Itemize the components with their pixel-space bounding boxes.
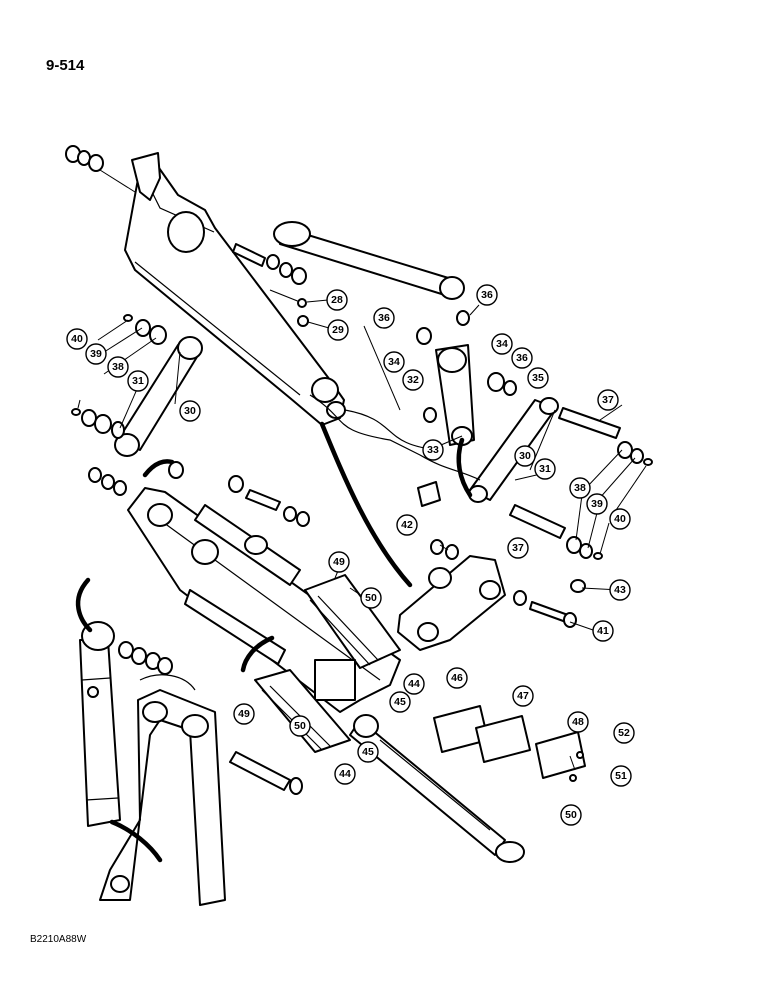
leader-lines	[77, 299, 647, 631]
upper-boom	[124, 152, 346, 426]
svg-text:29: 29	[332, 324, 344, 336]
callout-44: 44	[403, 673, 425, 695]
callout-43: 43	[609, 579, 631, 601]
callout-29: 29	[327, 319, 349, 341]
callout-37: 37	[597, 389, 619, 411]
svg-text:41: 41	[597, 625, 609, 637]
callout-35: 35	[527, 367, 549, 389]
callout-33: 33	[422, 439, 444, 461]
svg-text:45: 45	[362, 746, 374, 758]
callout-31: 31	[127, 370, 149, 392]
image-code: B2210A88W	[30, 934, 87, 945]
boom-base	[99, 674, 303, 906]
callout-30: 30	[179, 400, 201, 422]
svg-text:47: 47	[517, 690, 529, 702]
callout-36: 36	[476, 284, 498, 306]
svg-text:33: 33	[427, 444, 439, 456]
upper-hardware	[65, 145, 309, 327]
svg-text:30: 30	[519, 450, 531, 462]
callout-45: 45	[357, 741, 379, 763]
callout-37: 37	[507, 537, 529, 559]
svg-text:48: 48	[572, 716, 584, 728]
callout-32: 32	[402, 369, 424, 391]
callout-40: 40	[609, 508, 631, 530]
svg-text:37: 37	[602, 394, 614, 406]
callout-50: 50	[360, 587, 382, 609]
callout-50: 50	[560, 804, 582, 826]
svg-text:36: 36	[481, 289, 493, 301]
svg-text:35: 35	[532, 372, 544, 384]
svg-text:31: 31	[132, 375, 144, 387]
svg-text:39: 39	[591, 498, 603, 510]
svg-text:42: 42	[401, 519, 413, 531]
svg-text:45: 45	[394, 696, 406, 708]
svg-text:50: 50	[365, 592, 377, 604]
svg-text:52: 52	[618, 727, 630, 739]
callout-34: 34	[491, 333, 513, 355]
callout-34: 34	[383, 351, 405, 373]
callout-40: 40	[66, 328, 88, 350]
callout-49: 49	[328, 551, 350, 573]
shims	[433, 705, 586, 782]
page-number: 9-514	[46, 57, 85, 74]
callout-45: 45	[389, 691, 411, 713]
right-link-assembly	[416, 310, 653, 560]
lower-link	[397, 539, 586, 651]
routing-lines	[75, 394, 481, 863]
callout-36: 36	[511, 347, 533, 369]
svg-text:40: 40	[614, 513, 626, 525]
wear-pads-upper	[304, 574, 401, 701]
svg-text:40: 40	[71, 333, 83, 345]
upper-cylinder	[273, 221, 465, 300]
svg-text:38: 38	[574, 482, 586, 494]
callout-28: 28	[326, 289, 348, 311]
callout-30: 30	[514, 445, 536, 467]
callout-38: 38	[569, 477, 591, 499]
callout-31: 31	[534, 458, 556, 480]
callout-39: 39	[586, 493, 608, 515]
callout-44: 44	[334, 763, 356, 785]
boom-cylinder	[79, 621, 173, 827]
callout-51: 51	[610, 765, 632, 787]
lower-cylinder	[349, 714, 525, 863]
callout-38: 38	[107, 356, 129, 378]
callout-49: 49	[233, 703, 255, 725]
callout-39: 39	[85, 343, 107, 365]
svg-text:44: 44	[408, 678, 420, 690]
svg-text:28: 28	[331, 294, 343, 306]
svg-text:49: 49	[333, 556, 345, 568]
svg-text:43: 43	[614, 584, 626, 596]
callout-48: 48	[567, 711, 589, 733]
svg-text:50: 50	[294, 720, 306, 732]
callout-50: 50	[289, 715, 311, 737]
callout-47: 47	[512, 685, 534, 707]
callout-46: 46	[446, 667, 468, 689]
svg-text:32: 32	[407, 374, 419, 386]
svg-text:30: 30	[184, 405, 196, 417]
svg-text:44: 44	[339, 768, 351, 780]
svg-text:37: 37	[512, 542, 524, 554]
svg-text:46: 46	[451, 672, 463, 684]
callout-52: 52	[613, 722, 635, 744]
left-link	[71, 314, 203, 457]
svg-text:50: 50	[565, 809, 577, 821]
svg-text:36: 36	[516, 352, 528, 364]
svg-text:39: 39	[90, 348, 102, 360]
svg-text:34: 34	[496, 338, 508, 350]
svg-text:36: 36	[378, 312, 390, 324]
svg-text:31: 31	[539, 463, 551, 475]
svg-text:49: 49	[238, 708, 250, 720]
callouts: 28 29 36 36 34 36 34 32 35 37 33 30 31 3…	[66, 284, 635, 826]
svg-text:34: 34	[388, 356, 400, 368]
callout-42: 42	[396, 514, 418, 536]
callout-36: 36	[373, 307, 395, 329]
svg-text:51: 51	[615, 770, 627, 782]
callout-41: 41	[592, 620, 614, 642]
svg-text:38: 38	[112, 361, 124, 373]
